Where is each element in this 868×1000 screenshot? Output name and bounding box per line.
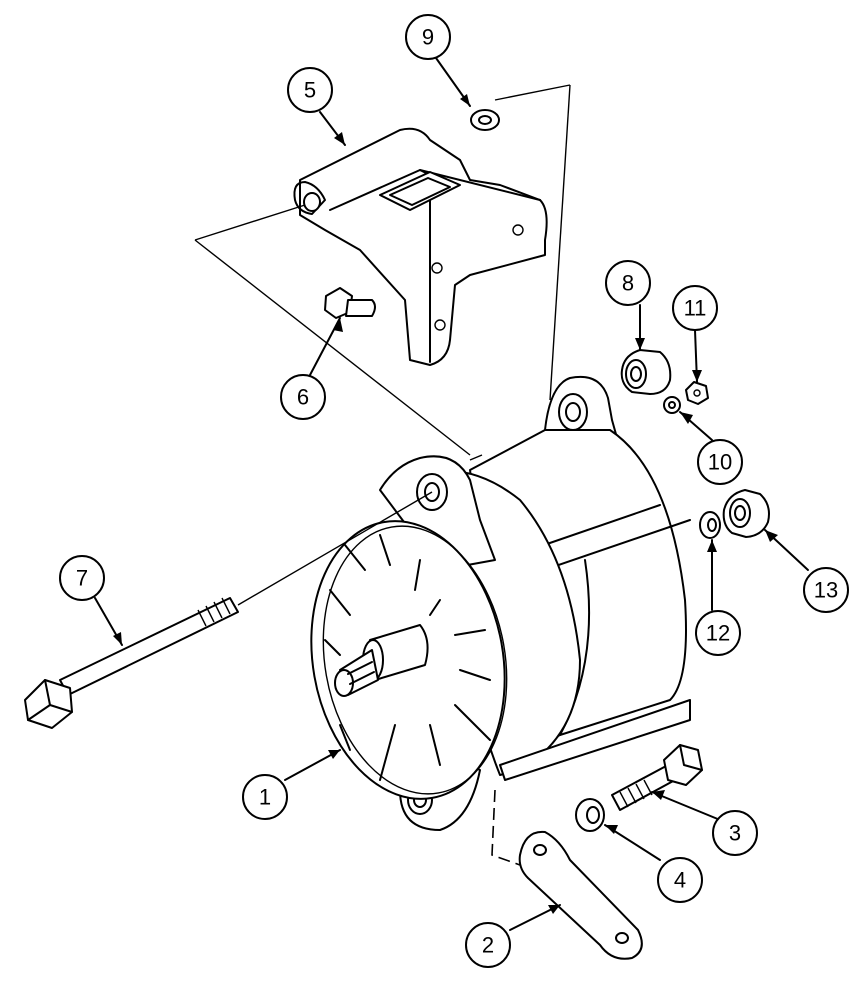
link-strap-part-2 — [491, 789, 643, 960]
alternator-body — [310, 376, 691, 831]
callout-1-label: 1 — [259, 785, 271, 810]
callout-2-label: 2 — [482, 933, 494, 958]
callout-8: 8 — [605, 260, 651, 306]
long-bolt-part-7 — [24, 491, 433, 729]
stud-part-6 — [324, 287, 376, 319]
nut-part-8 — [620, 349, 672, 395]
callout-4-label: 4 — [674, 868, 686, 893]
nut-part-13 — [722, 489, 770, 538]
callout-6: 6 — [280, 374, 326, 420]
washer-part-9 — [470, 109, 500, 131]
callout-12: 12 — [695, 610, 741, 656]
callout-8-label: 8 — [622, 271, 634, 296]
callout-4: 4 — [657, 857, 703, 903]
callout-5-label: 5 — [304, 78, 316, 103]
leader-arrows — [113, 94, 778, 914]
callout-9-label: 9 — [422, 25, 434, 50]
callout-2: 2 — [465, 922, 511, 968]
lock-washer-part-12 — [699, 511, 721, 539]
callout-11-label: 11 — [684, 296, 707, 321]
nut-part-11 — [685, 381, 709, 405]
callout-1: 1 — [242, 774, 288, 820]
callout-7-label: 7 — [76, 566, 88, 591]
washer-part-10 — [663, 396, 681, 414]
callout-13: 13 — [803, 567, 849, 613]
callout-7: 7 — [59, 555, 105, 601]
bolt-part-3 — [611, 744, 703, 811]
callout-3-label: 3 — [729, 821, 741, 846]
callout-12-label: 12 — [706, 621, 730, 646]
callout-3: 3 — [712, 810, 758, 856]
callout-6-label: 6 — [297, 385, 309, 410]
mounting-bracket — [293, 127, 548, 366]
callout-9: 9 — [405, 14, 451, 60]
callout-10: 10 — [697, 439, 743, 485]
callout-11: 11 — [672, 285, 718, 331]
callout-5: 5 — [287, 67, 333, 113]
washer-part-4 — [575, 798, 605, 832]
callout-10-label: 10 — [708, 450, 732, 475]
callout-13-label: 13 — [814, 578, 838, 603]
